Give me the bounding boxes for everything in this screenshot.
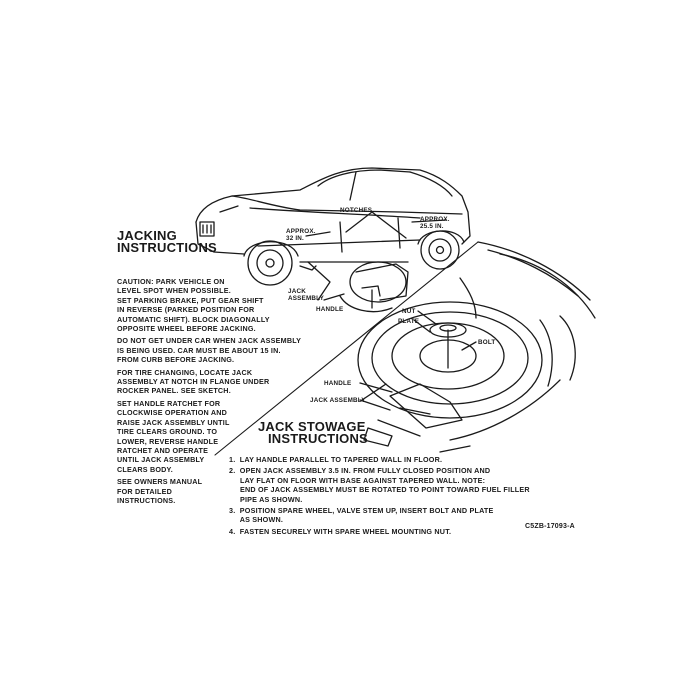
approx-front-label: APPROX. 32 IN. [286, 228, 316, 242]
part-number: C5ZB-17093-A [525, 523, 575, 530]
jacking-paragraph: FOR TIRE CHANGING, LOCATE JACK ASSEMBLY … [117, 367, 270, 396]
spare-wheel-drawing [357, 241, 596, 453]
stowage-title-line2: INSTRUCTIONS [268, 431, 368, 446]
stowage-step: 1. LAY HANDLE PARALLEL TO TAPERED WALL I… [229, 455, 443, 464]
plate-label: PLATE [398, 318, 420, 325]
stowage-step: 2. OPEN JACK ASSEMBLY 3.5 IN. FROM FULLY… [229, 466, 530, 504]
jacking-paragraph: CAUTION: PARK VEHICLE ON LEVEL SPOT WHEN… [117, 277, 270, 334]
stowage-step: 4. FASTEN SECURELY WITH SPARE WHEEL MOUN… [229, 526, 452, 536]
stowage-steps: 1. LAY HANDLE PARALLEL TO TAPERED WALL I… [229, 455, 530, 538]
notches-label: NOTCHES [340, 207, 373, 214]
jack-assembly-label: JACK ASSEMBLY [288, 288, 325, 302]
stowage-jack-assembly-label: JACK ASSEMBLY [310, 397, 366, 404]
stowage-handle-label: HANDLE [324, 380, 352, 387]
jacking-title-line1: JACKING [117, 228, 177, 243]
nut-label: NUT [402, 308, 416, 315]
jacking-paragraph: SET HANDLE RATCHET FOR CLOCKWISE OPERATI… [117, 398, 230, 474]
handle-label: HANDLE [316, 306, 344, 313]
jacking-instructions-body: CAUTION: PARK VEHICLE ON LEVEL SPOT WHEN… [117, 277, 301, 508]
bolt-label: BOLT [478, 339, 496, 346]
approx-rear-label: APPROX. 25.5 IN. [420, 216, 450, 230]
jacking-paragraph: SEE OWNERS MANUAL FOR DETAILED INSTRUCTI… [117, 477, 203, 505]
stowage-title-line1: JACK STOWAGE [258, 419, 366, 434]
car-drawing [195, 167, 471, 313]
stowage-step: 3. POSITION SPARE WHEEL, VALVE STEM UP, … [229, 506, 494, 525]
divider-line [214, 241, 479, 456]
jacking-paragraph: DO NOT GET UNDER CAR WHEN JACK ASSEMBLY … [117, 336, 302, 365]
jacking-title-line2: INSTRUCTIONS [117, 240, 217, 255]
